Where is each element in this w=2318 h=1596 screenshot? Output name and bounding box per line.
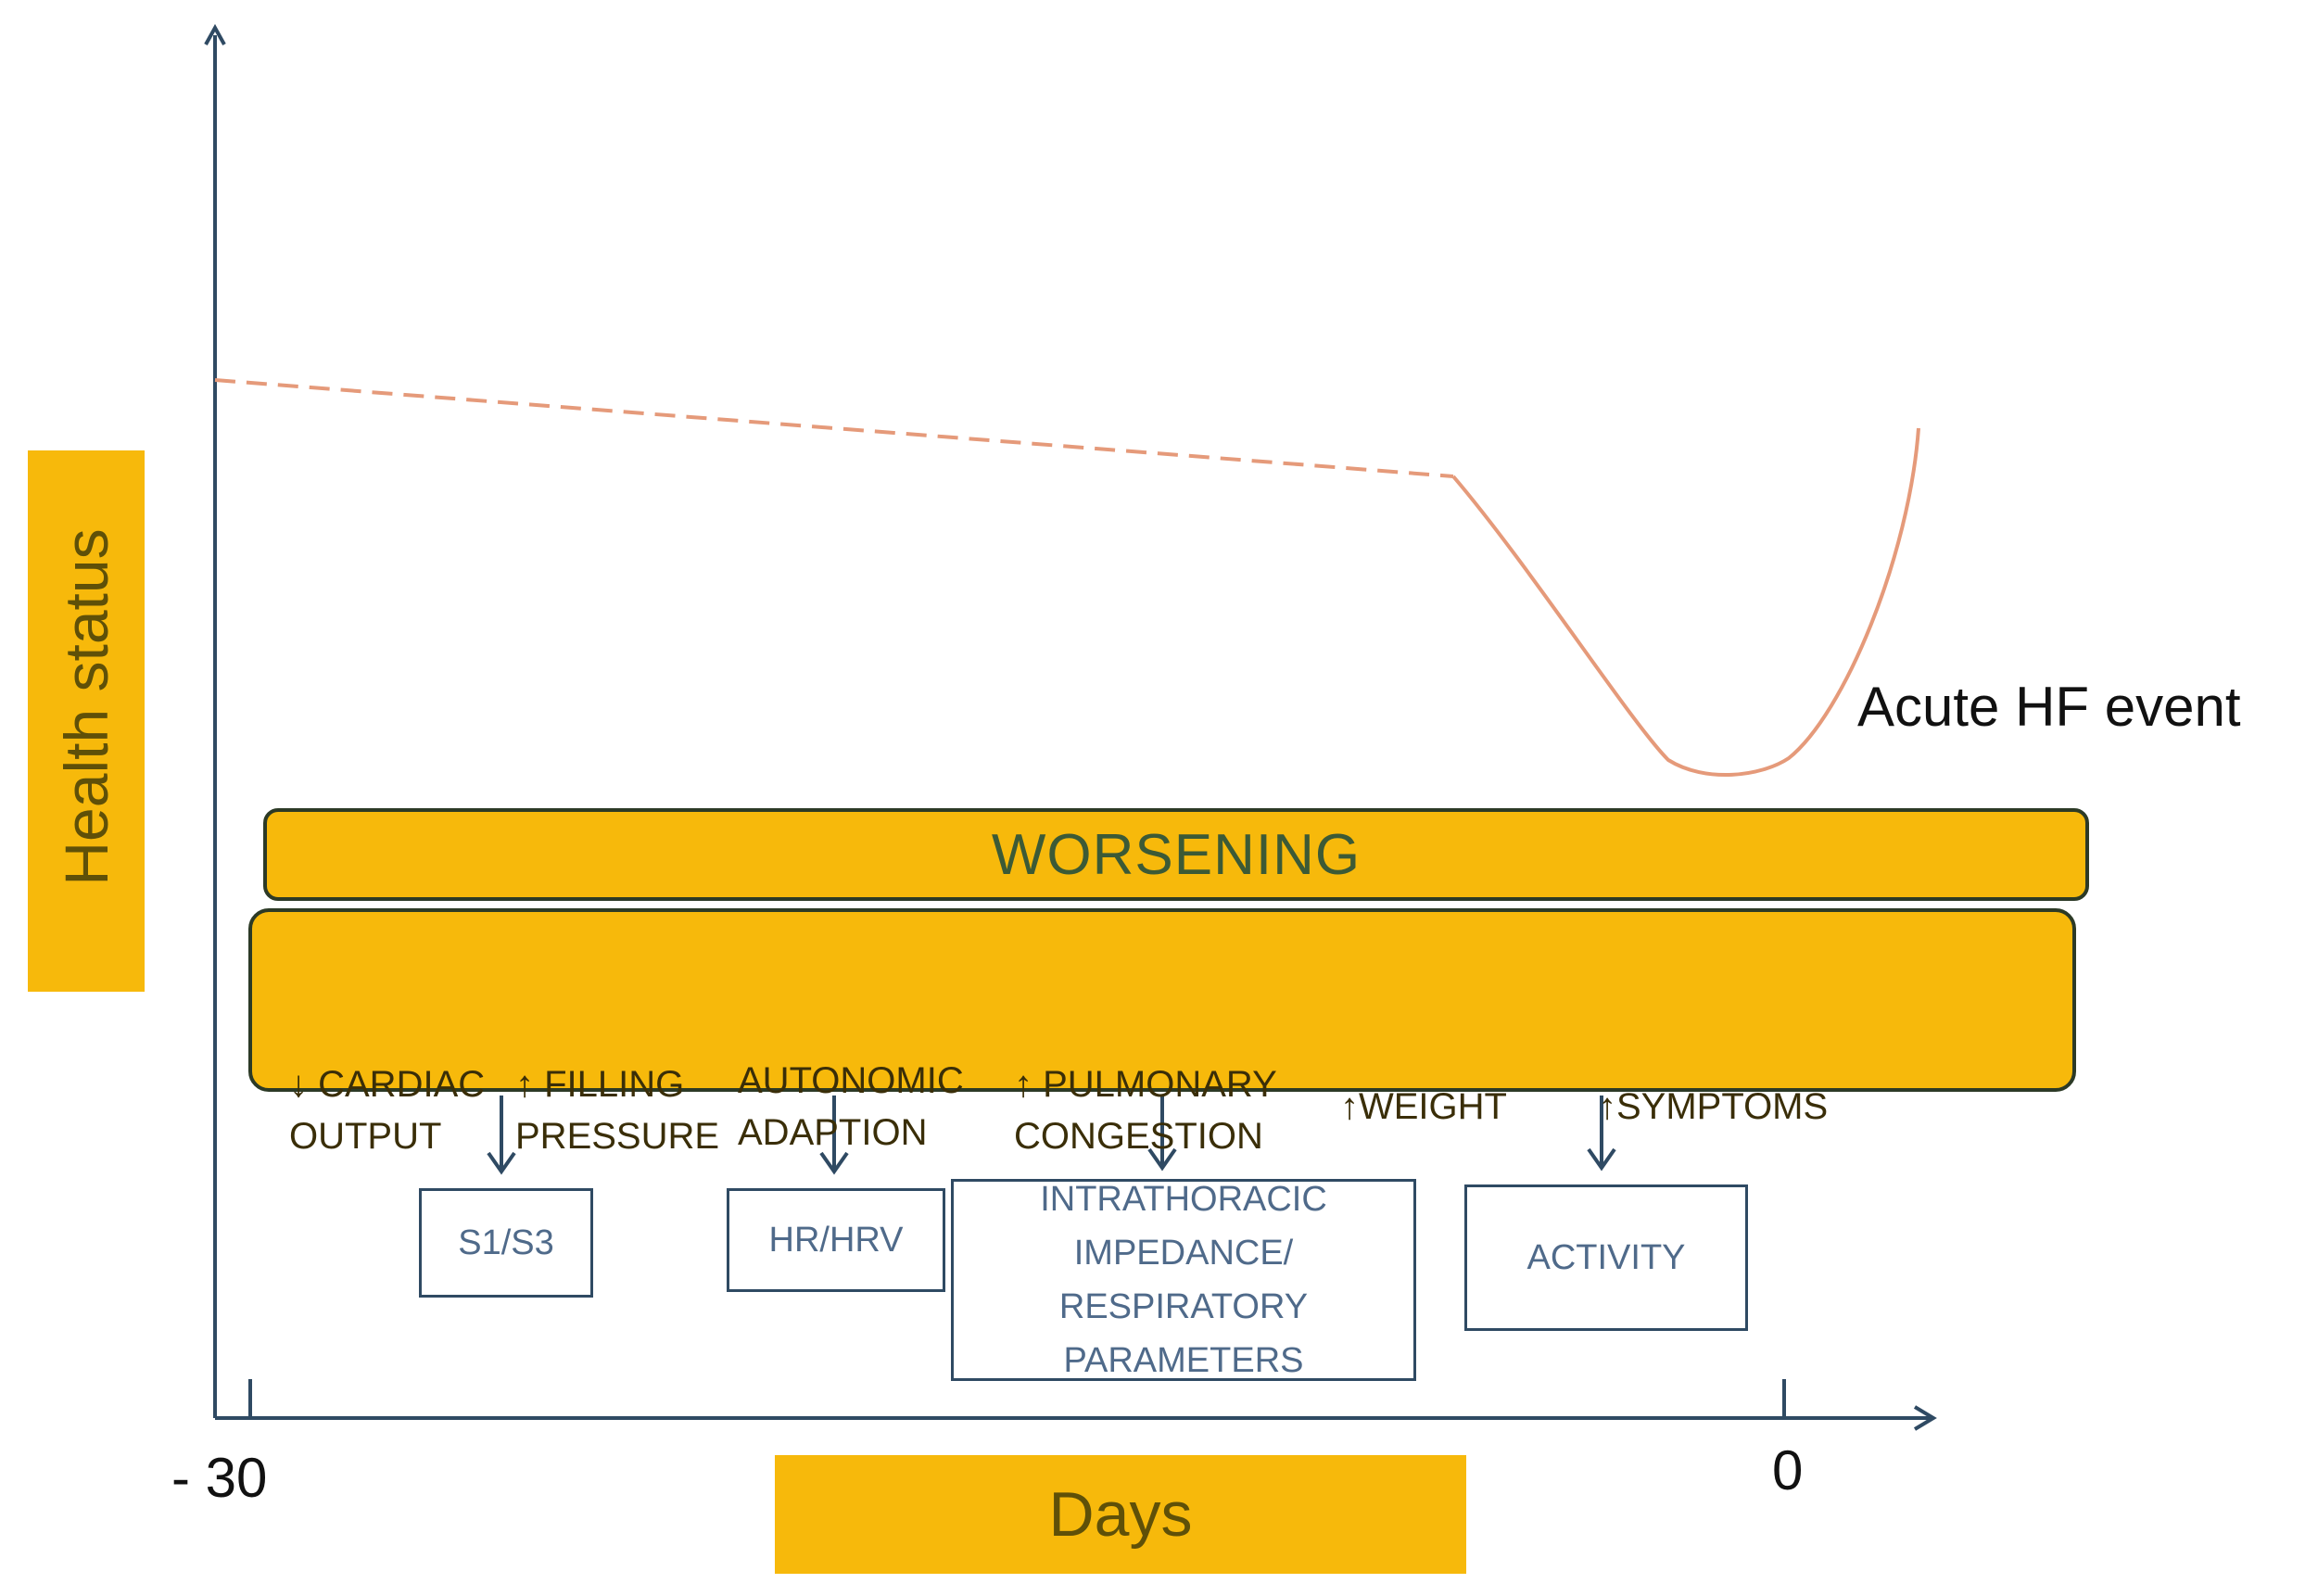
- down-arrow: [1147, 1096, 1177, 1172]
- acute-hf-curve: [1451, 427, 1920, 777]
- mechanism-symptoms: ↑SYMPTOMS: [1598, 1086, 1829, 1127]
- worsening-banner: WORSENING: [263, 808, 2089, 901]
- x-axis-arrowhead: [1913, 1405, 1937, 1431]
- x-tick-label-start: - 30: [171, 1447, 268, 1509]
- sensor-box-intrathoracic-impedance: INTRATHORACIC IMPEDANCE/ RESPIRATORY PAR…: [951, 1179, 1416, 1381]
- y-axis-arrowhead: [204, 23, 226, 45]
- x-tick-label-end: 0: [1772, 1439, 1804, 1501]
- sensor-box-s1-s3: S1/S3: [419, 1188, 593, 1298]
- down-arrow: [819, 1096, 849, 1175]
- mechanism-weight: ↑WEIGHT: [1340, 1086, 1507, 1127]
- y-axis-label-box: Health status: [28, 450, 145, 992]
- x-axis-label: Days: [775, 1455, 1466, 1574]
- down-arrow: [487, 1096, 516, 1175]
- down-arrow: [1587, 1096, 1616, 1172]
- sensor-box-activity: ACTIVITY: [1464, 1184, 1748, 1331]
- sensor-box-hr-hrv: HR/HRV: [727, 1188, 945, 1292]
- health-trend-dashed: [214, 378, 1454, 478]
- y-axis-label: Health status: [52, 528, 120, 886]
- acute-hf-event-label: Acute HF event: [1857, 676, 2241, 738]
